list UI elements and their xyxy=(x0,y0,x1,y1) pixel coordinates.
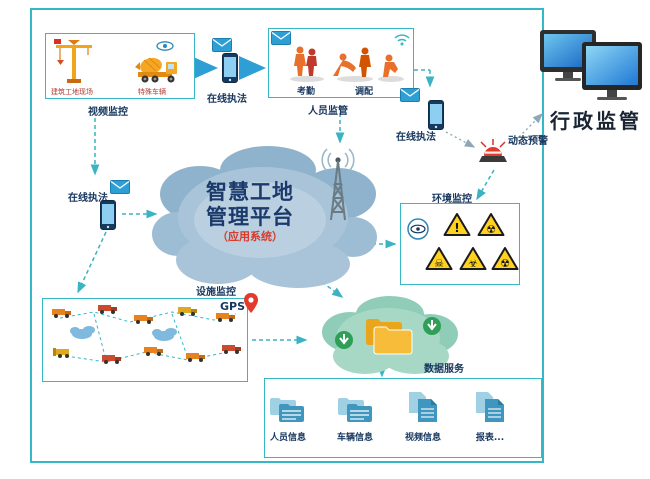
download-icons xyxy=(335,317,441,349)
svg-text:☢: ☢ xyxy=(486,223,496,236)
attendance-label: 考勤 xyxy=(297,87,316,97)
video-info-label: 视频信息 xyxy=(404,433,441,443)
environment-monitoring-label: 环境监控 xyxy=(432,194,472,205)
workers-icon xyxy=(290,46,404,82)
phone-icon xyxy=(222,53,238,83)
envelope-icon xyxy=(110,180,130,194)
special-vehicle-label: 特殊车辆 xyxy=(138,88,166,96)
facility-monitoring-label: 设施监控 xyxy=(196,287,236,298)
svg-text:!: ! xyxy=(454,221,459,235)
monitors-icon xyxy=(540,30,642,100)
alarm-icon xyxy=(479,139,507,162)
facility-box xyxy=(42,298,248,382)
svg-text:☠: ☠ xyxy=(434,257,444,270)
platform-title: 智慧工地 管理平台 （应用系统） xyxy=(175,180,325,244)
wifi-icon xyxy=(394,34,410,46)
crane-icon xyxy=(54,39,92,83)
online-enforcement-left-label: 在线执法 xyxy=(68,193,108,204)
eye-icon xyxy=(156,41,174,51)
biohazard-triangle-icon: ☣ xyxy=(459,247,487,270)
platform-title-line2: 管理平台 xyxy=(206,205,294,230)
report-info-label: 报表... xyxy=(475,433,505,443)
eye-badge-icon xyxy=(407,218,429,240)
construction-site-box: 建筑工地现场 特殊车辆 xyxy=(45,33,195,99)
site-label: 建筑工地现场 xyxy=(51,88,93,96)
platform-cloud xyxy=(152,146,377,288)
personnel-box: 考勤 调配 xyxy=(268,28,414,98)
envelope-icon xyxy=(212,38,232,52)
administrative-supervision-label: 行政监管 xyxy=(550,109,642,133)
data-service-label: 数据服务 xyxy=(424,364,464,375)
dynamic-warning-label: 动态预警 xyxy=(508,136,548,147)
envelope-icon xyxy=(271,31,291,45)
report-info-icon xyxy=(476,392,504,422)
allocation-label: 调配 xyxy=(355,87,374,97)
svg-text:☢: ☢ xyxy=(500,257,510,270)
vehicle-info-label: 车辆信息 xyxy=(336,433,373,443)
vehicle-info-icon xyxy=(338,398,372,422)
video-monitoring-label: 视频监控 xyxy=(88,107,128,118)
platform-title-line1: 智慧工地 xyxy=(206,180,294,204)
vehicle-fleet-icon xyxy=(52,305,241,364)
personnel-info-icon xyxy=(270,398,304,422)
phone-icon xyxy=(100,200,116,230)
video-info-icon xyxy=(409,392,437,422)
radiation-triangle-icon: ☢ xyxy=(477,213,505,236)
envelope-icon xyxy=(400,88,420,102)
gps-label: GPS xyxy=(220,300,246,313)
diagram-frame xyxy=(30,8,544,463)
online-enforcement-right-label: 在线执法 xyxy=(396,132,436,143)
online-enforcement-top-label: 在线执法 xyxy=(207,94,247,105)
mixer-truck-icon xyxy=(135,57,177,83)
phone-icon xyxy=(428,100,444,130)
data-service-cloud xyxy=(322,296,458,374)
radiation-triangle-icon: ☢ xyxy=(491,247,519,270)
skull-triangle-icon: ☠ xyxy=(425,247,453,270)
map-pin-icon xyxy=(244,293,258,313)
environment-box: ! ☢ ☠ ☣ ☢ xyxy=(400,203,520,285)
antenna-icon xyxy=(321,148,355,221)
platform-subtitle: （应用系统） xyxy=(217,230,283,244)
personnel-monitoring-label: 人员监管 xyxy=(308,106,348,117)
folder-icons xyxy=(366,319,413,355)
personnel-info-label: 人员信息 xyxy=(269,433,306,443)
alert-triangle-icon: ! xyxy=(443,213,471,236)
truck xyxy=(52,305,241,364)
svg-text:☣: ☣ xyxy=(468,257,478,270)
